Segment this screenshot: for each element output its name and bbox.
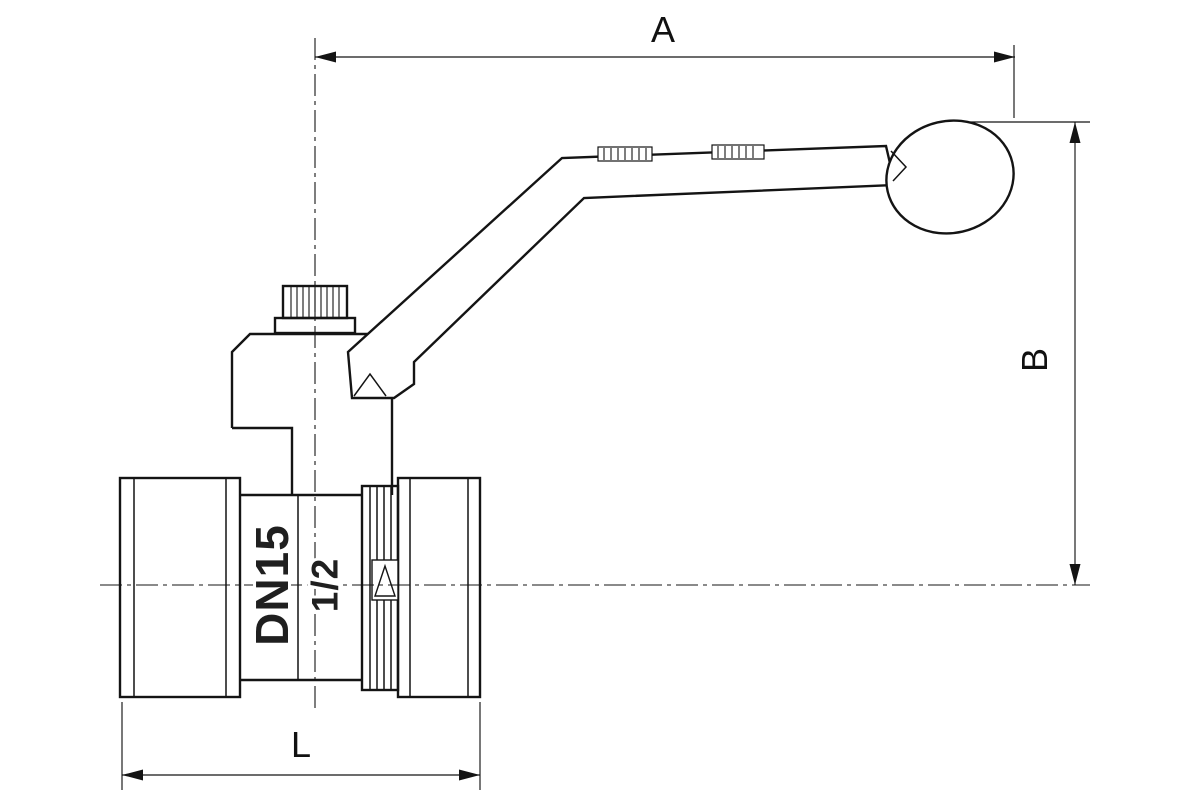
handle-grip xyxy=(885,119,1015,235)
dimension-b-arrow-top xyxy=(1069,122,1081,143)
dimension-a: A xyxy=(315,9,1015,118)
dimension-a-arrow-left xyxy=(315,51,336,63)
dimension-a-label: A xyxy=(651,9,675,50)
right-coupling xyxy=(396,476,482,699)
dimension-b: B xyxy=(970,121,1090,585)
handle-hub-notch xyxy=(353,372,387,397)
handle-grip-joint xyxy=(890,150,908,182)
dimension-l-arrow-right xyxy=(459,769,480,781)
dimension-l: L xyxy=(121,702,481,790)
dimension-l-arrow-left xyxy=(122,769,143,781)
dimension-a-arrow-right xyxy=(994,51,1015,63)
left-coupling xyxy=(118,476,242,699)
centerlines xyxy=(100,38,1090,710)
handle-grip-pads xyxy=(597,144,765,162)
valve-center-body xyxy=(240,493,362,682)
valve-handle xyxy=(346,119,1015,400)
body-markings: DN15 1/2 xyxy=(243,521,349,649)
union-nut xyxy=(360,484,400,692)
dimension-b-label: B xyxy=(1014,348,1055,372)
valve-body xyxy=(118,284,482,699)
dimension-l-label: L xyxy=(291,724,311,765)
dimension-b-arrow-bottom xyxy=(1069,564,1081,585)
handle-lever xyxy=(346,144,897,400)
body-marking-dn15: DN15 xyxy=(246,524,298,646)
body-marking-half-inch: 1/2 xyxy=(305,558,346,612)
